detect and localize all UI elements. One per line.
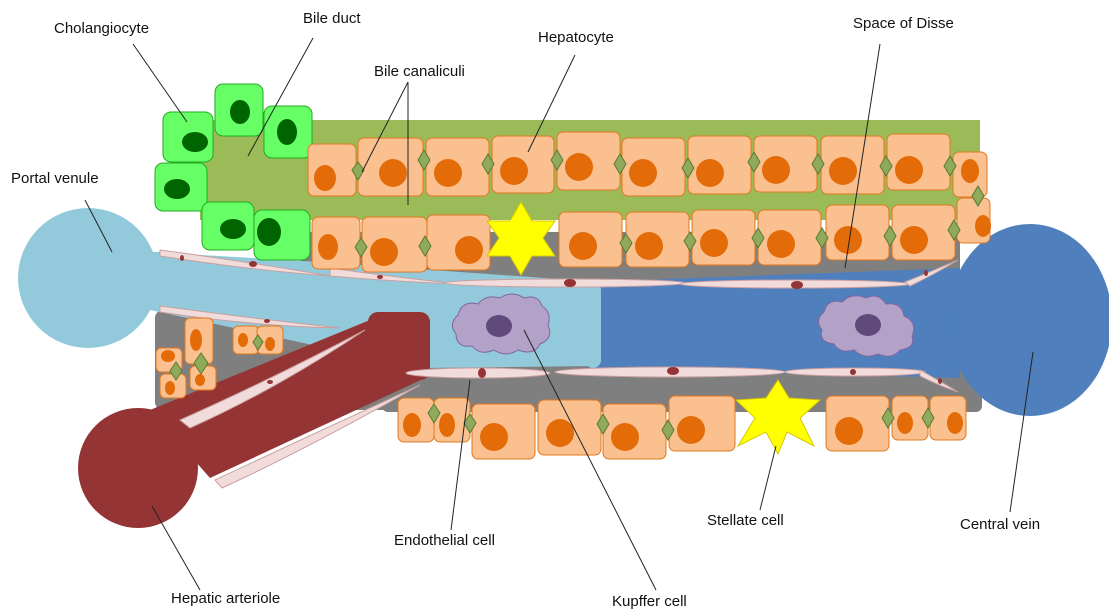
hepatocyte	[312, 217, 360, 269]
hepatocyte	[626, 212, 689, 267]
label-bile-canaliculi: Bile canaliculi	[374, 63, 465, 81]
hepatocyte	[826, 396, 889, 451]
hepatocyte	[160, 374, 186, 398]
hepatocyte	[427, 215, 490, 270]
hepatocyte	[426, 138, 489, 196]
portal-venule-body	[18, 208, 158, 348]
label-kupffer-cell: Kupffer cell	[612, 593, 687, 611]
label-space-of-disse: Space of Disse	[853, 15, 954, 33]
hepatocyte	[826, 205, 889, 260]
label-central-vein: Central vein	[960, 516, 1040, 534]
hepatocyte	[887, 134, 950, 190]
hepatocyte	[398, 398, 434, 442]
label-bile-duct: Bile duct	[303, 10, 361, 28]
leader-stellate-cell	[760, 446, 776, 510]
cholangiocyte	[202, 202, 254, 250]
hepatocyte	[892, 205, 955, 260]
hepatocyte	[538, 400, 601, 455]
hepatocyte	[953, 152, 987, 197]
hepatocyte	[622, 138, 685, 196]
label-stellate-cell: Stellate cell	[707, 512, 784, 530]
hepatocyte	[472, 404, 535, 459]
hepatocyte	[754, 136, 817, 192]
label-endothelial-cell: Endothelial cell	[394, 532, 495, 550]
hepatocyte	[308, 144, 356, 196]
arteriole-body	[78, 408, 198, 528]
hepatocyte	[557, 132, 620, 190]
central-vein-body	[948, 224, 1109, 416]
portal-venule-neck	[140, 252, 170, 308]
hepatocyte	[358, 138, 423, 196]
hepatocyte	[758, 210, 821, 265]
hepatocyte	[603, 404, 666, 459]
hepatocyte	[821, 136, 884, 194]
sinusoid-join	[585, 282, 601, 368]
hepatocyte	[492, 136, 554, 193]
label-cholangiocyte: Cholangiocyte	[54, 20, 149, 38]
cholangiocyte	[215, 84, 263, 136]
hepatocyte	[362, 217, 427, 272]
hepatocyte	[688, 136, 751, 194]
cholangiocyte	[155, 163, 207, 211]
cholangiocyte	[254, 210, 310, 260]
hepatocyte	[692, 210, 755, 265]
cholangiocyte	[163, 112, 213, 162]
label-hepatic-arteriole: Hepatic arteriole	[171, 590, 280, 608]
hepatocyte	[957, 198, 991, 243]
leader-cholangiocyte	[133, 44, 187, 122]
hepatocyte	[669, 396, 735, 451]
hepatocyte	[930, 396, 966, 440]
hepatocyte	[559, 212, 622, 267]
hepatocyte-row-3	[398, 396, 966, 459]
label-portal-venule: Portal venule	[11, 170, 99, 188]
label-hepatocyte: Hepatocyte	[538, 29, 614, 47]
leader-hepatic-arteriole	[152, 506, 200, 590]
